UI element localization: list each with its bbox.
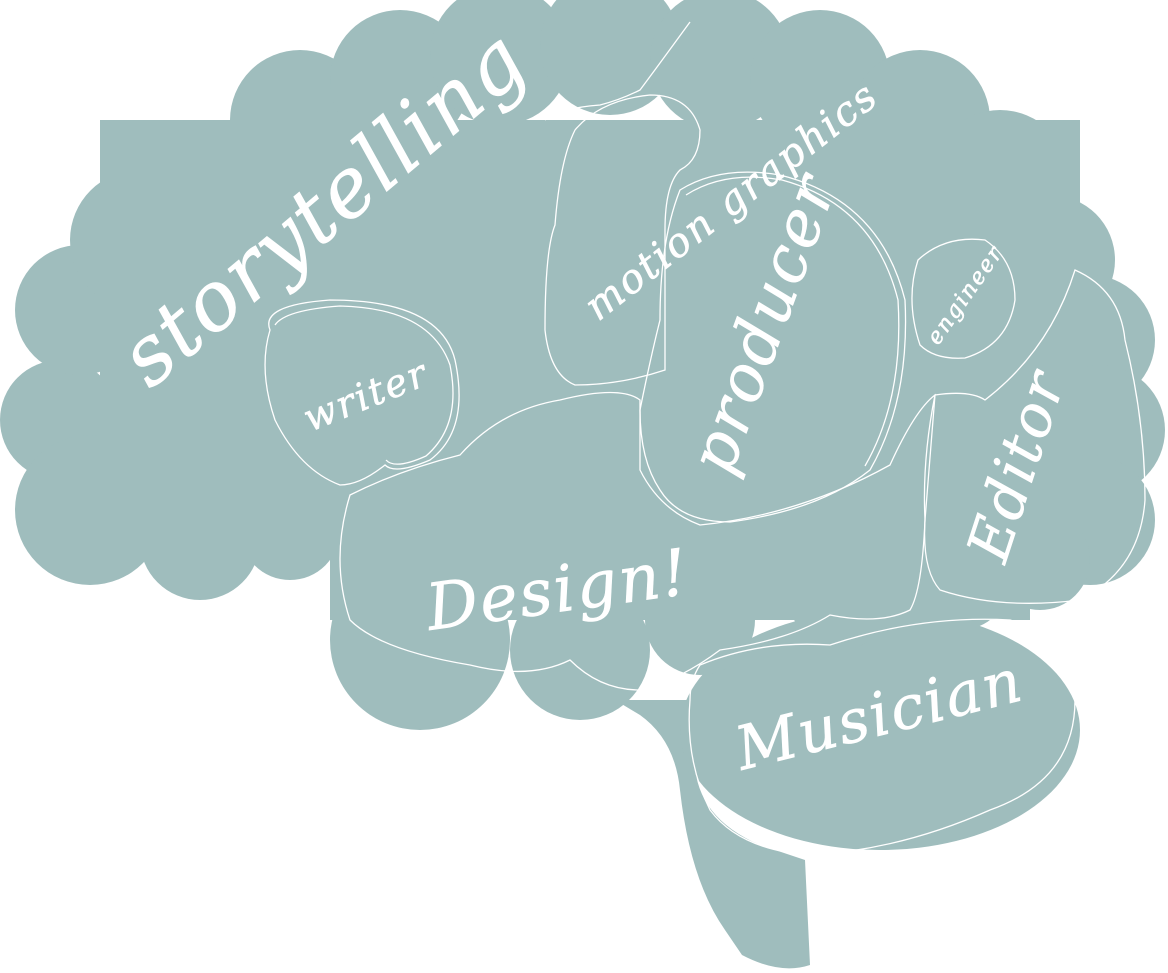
cerebrum-shape xyxy=(0,0,1165,730)
brainstem-shape xyxy=(615,700,810,969)
cerebellum-shape xyxy=(680,610,1080,850)
region-outlines xyxy=(264,21,1146,856)
